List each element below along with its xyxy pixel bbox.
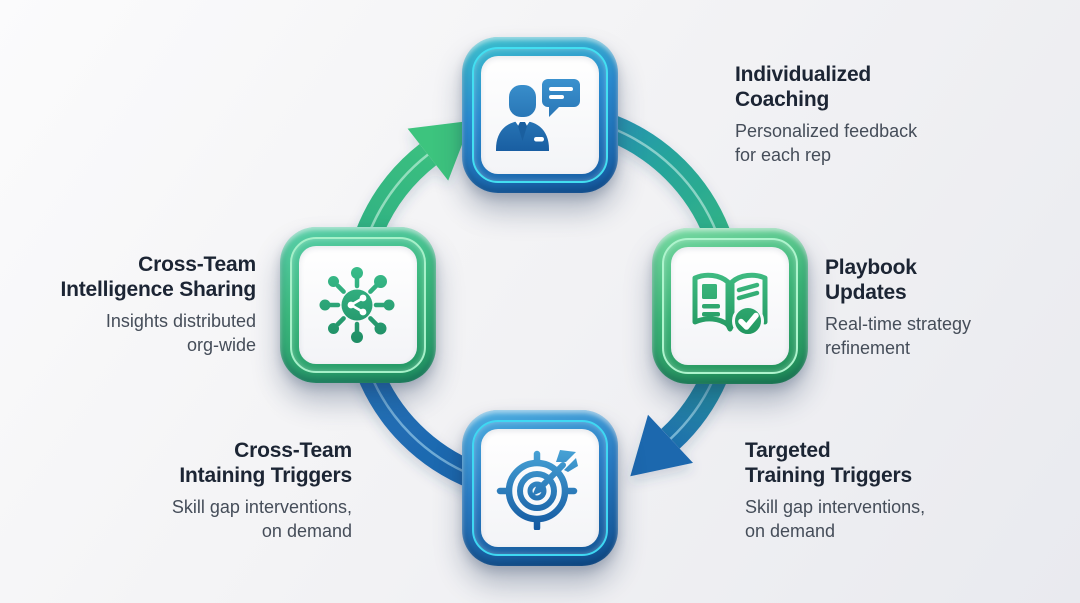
node-cross-team-sharing xyxy=(280,227,436,383)
label-targeted-training-triggers: Targeted Training Triggers Skill gap int… xyxy=(745,438,985,543)
blue-arrowhead-icon xyxy=(630,414,693,477)
label-playbook-updates: Playbook Updates Real-time strategy refi… xyxy=(825,255,1045,360)
node-neon-ring xyxy=(472,420,608,556)
node-face xyxy=(671,247,789,365)
dart xyxy=(532,450,578,496)
share-glyph xyxy=(347,294,367,316)
label-subtitle: Insights distributed org-wide xyxy=(105,311,256,355)
node-targeted-training xyxy=(462,410,618,566)
node-face xyxy=(481,56,599,174)
label-subtitle: Skill gap interventions, on demand xyxy=(171,497,352,541)
label-title: Cross-Team Intaining Triggers xyxy=(179,439,352,487)
label-title: Cross-Team Intelligence Sharing xyxy=(60,253,256,301)
open-book-check-icon xyxy=(692,272,768,337)
network-share-icon xyxy=(319,267,395,343)
node-playbook-updates xyxy=(652,228,808,384)
node-individualized-coaching xyxy=(462,37,618,193)
label-title: Targeted Training Triggers xyxy=(745,439,912,487)
node-neon-ring xyxy=(662,238,798,374)
label-subtitle: Real-time strategy refinement xyxy=(825,314,972,358)
label-cross-team-intelligence-sharing: Cross-Team Intelligence Sharing Insights… xyxy=(26,252,256,357)
node-face xyxy=(481,429,599,547)
target-arrow-icon xyxy=(496,450,578,530)
label-title: Individualized Coaching xyxy=(735,63,872,111)
node-neon-ring xyxy=(290,237,426,373)
label-individualized-coaching: Individualized Coaching Personalized fee… xyxy=(735,62,975,167)
label-subtitle: Skill gap interventions, on demand xyxy=(745,497,926,541)
node-neon-ring xyxy=(472,47,608,183)
label-cross-team-intaining-triggers: Cross-Team Intaining Triggers Skill gap … xyxy=(92,438,352,543)
businessperson-chat-icon xyxy=(496,79,580,151)
label-subtitle: Personalized feedback for each rep xyxy=(735,121,918,165)
label-title: Playbook Updates xyxy=(825,256,917,304)
node-face xyxy=(299,246,417,364)
green-arrowhead-icon xyxy=(407,120,472,181)
